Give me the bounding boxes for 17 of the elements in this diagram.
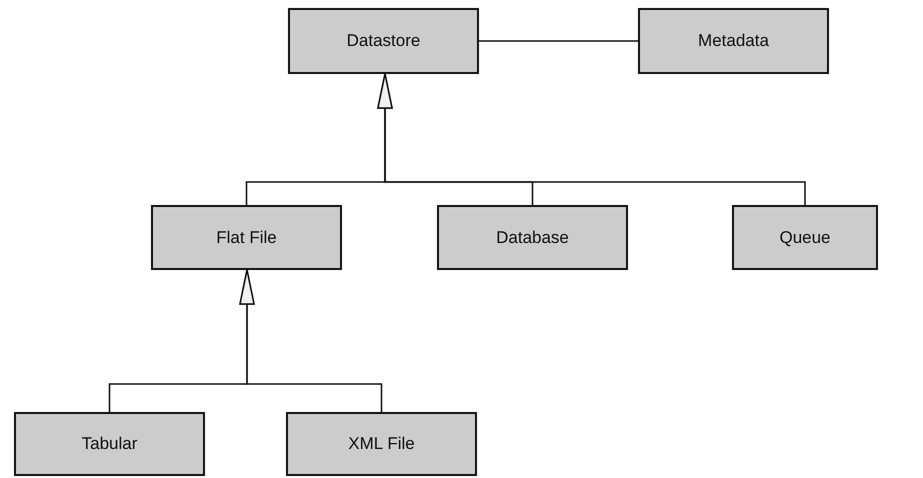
class-box — [638, 8, 829, 74]
class-box — [437, 205, 628, 270]
class-name: Database — [496, 228, 569, 248]
class-box — [286, 412, 477, 476]
class-name: Datastore — [346, 31, 420, 51]
connector — [479, 40, 638, 42]
connector — [377, 73, 806, 205]
class-name: Queue — [779, 228, 831, 248]
class-box — [151, 205, 342, 270]
connector — [239, 269, 382, 412]
class-name: Metadata — [698, 31, 769, 51]
class-name: Flat File — [216, 228, 277, 248]
class-name: XML File — [348, 434, 415, 454]
class-box — [732, 205, 878, 270]
class-box — [288, 8, 479, 74]
class-box — [14, 412, 205, 476]
class-name: Tabular — [82, 434, 138, 454]
